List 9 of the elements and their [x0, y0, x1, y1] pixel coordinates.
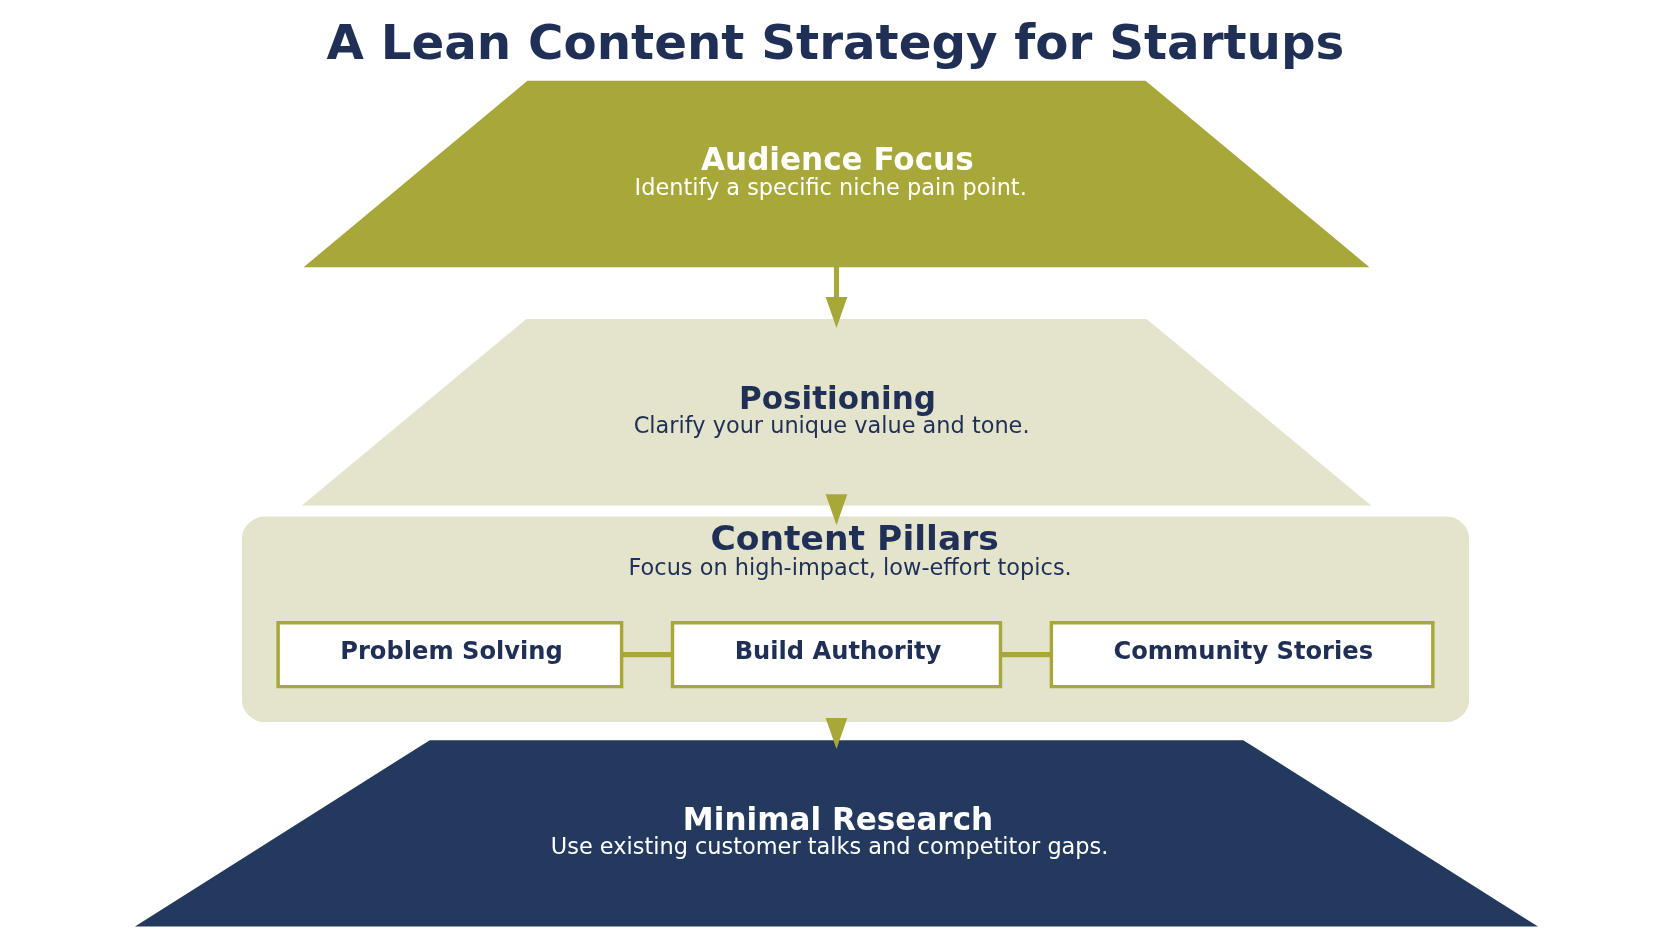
arrow	[825, 494, 847, 526]
node-box: Build Authority	[670, 621, 1002, 689]
connector	[621, 652, 672, 658]
node-box: Problem Solving	[275, 621, 623, 689]
arrow	[825, 717, 847, 750]
arrow	[825, 265, 847, 329]
node-box: Community Stories	[1049, 621, 1435, 689]
diagram-title: A Lean Content Strategy for Startups	[325, 14, 1344, 71]
connector	[1000, 652, 1051, 658]
